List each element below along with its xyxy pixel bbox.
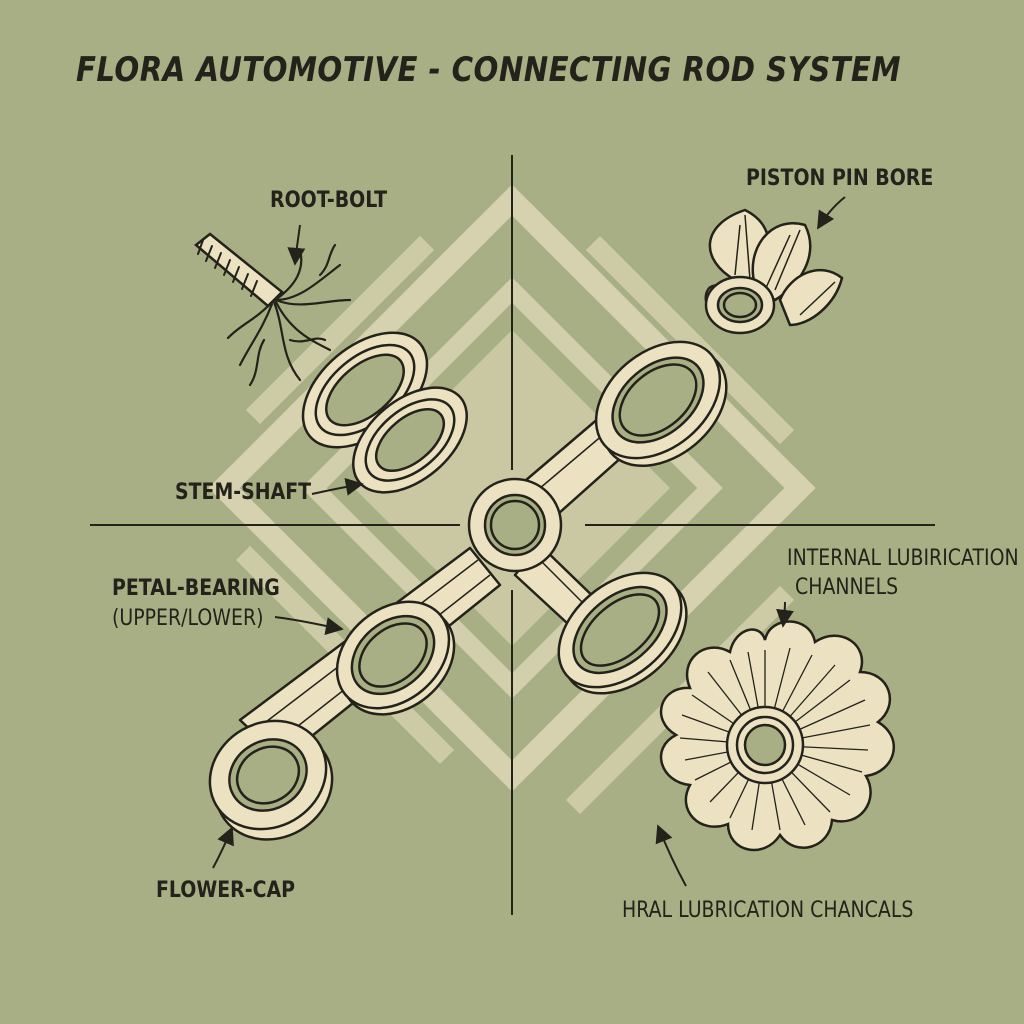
label-bottom-lubrication: HRAL LUBRICATION CHANCALS [622, 898, 914, 923]
flower-lubrication-part [659, 620, 896, 852]
label-internal-lubrication: INTERNAL LUBIRICATION [787, 546, 1019, 571]
label-flower-cap: FLOWER-CAP [156, 878, 296, 903]
diagram-title: FLORA AUTOMOTIVE - CONNECTING ROD SYSTEM [76, 50, 901, 90]
piston-pin-bore-part [704, 208, 844, 335]
quadrant-axes [90, 155, 935, 915]
label-internal-lubrication-channels: CHANNELS [795, 575, 899, 600]
root-bolt-part [194, 232, 352, 387]
leader-arrows [212, 196, 846, 887]
label-petal-bearing: PETAL-BEARING [112, 576, 280, 601]
label-petal-bearing-sub: (UPPER/LOWER) [112, 606, 264, 631]
label-stem-shaft: STEM-SHAFT [175, 480, 312, 505]
label-root-bolt: ROOT-BOLT [270, 188, 388, 213]
connecting-rod-assembly [208, 340, 728, 841]
label-piston-pin-bore: PISTON PIN BORE [746, 166, 934, 191]
stem-shaft-part [301, 331, 468, 494]
